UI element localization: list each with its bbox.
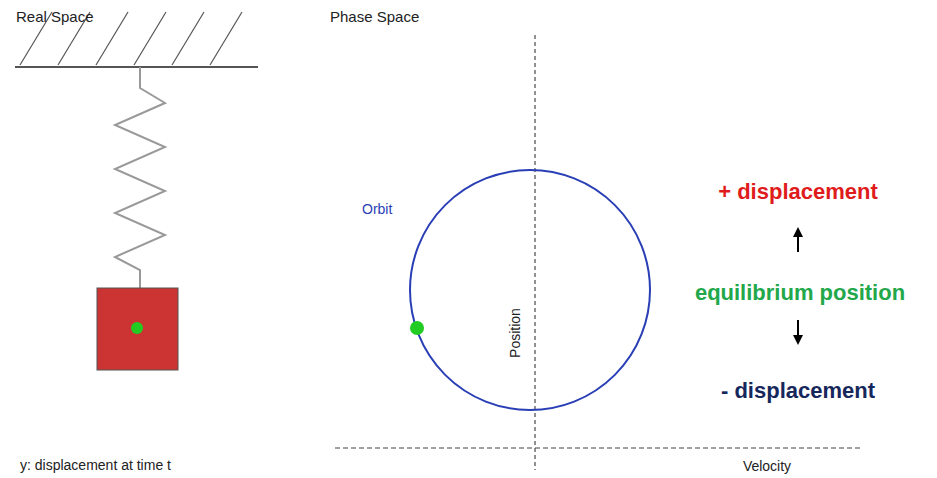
direction-label: + displacement: [718, 179, 878, 204]
orbit-circle: [410, 170, 650, 410]
mass-dot: [131, 322, 143, 334]
orbit-label: Orbit: [362, 201, 392, 217]
axis-label: Position: [507, 308, 523, 358]
equilibrium-label: equilibrium position: [695, 280, 905, 305]
up-arrow: [797, 232, 799, 252]
ceiling: [15, 66, 258, 68]
panel-title: Real Space: [16, 8, 94, 25]
velocity-axis: [335, 448, 862, 449]
phase-dot: [410, 321, 424, 335]
axis-label: Velocity: [743, 458, 791, 474]
direction-label: - displacement: [721, 378, 875, 403]
mass-block: [97, 288, 178, 370]
position-axis: [535, 35, 536, 470]
spring: [115, 67, 165, 290]
panel-title: Phase Space: [330, 8, 419, 25]
down-arrow: [797, 320, 799, 340]
note: y: displacement at time t: [20, 457, 171, 473]
